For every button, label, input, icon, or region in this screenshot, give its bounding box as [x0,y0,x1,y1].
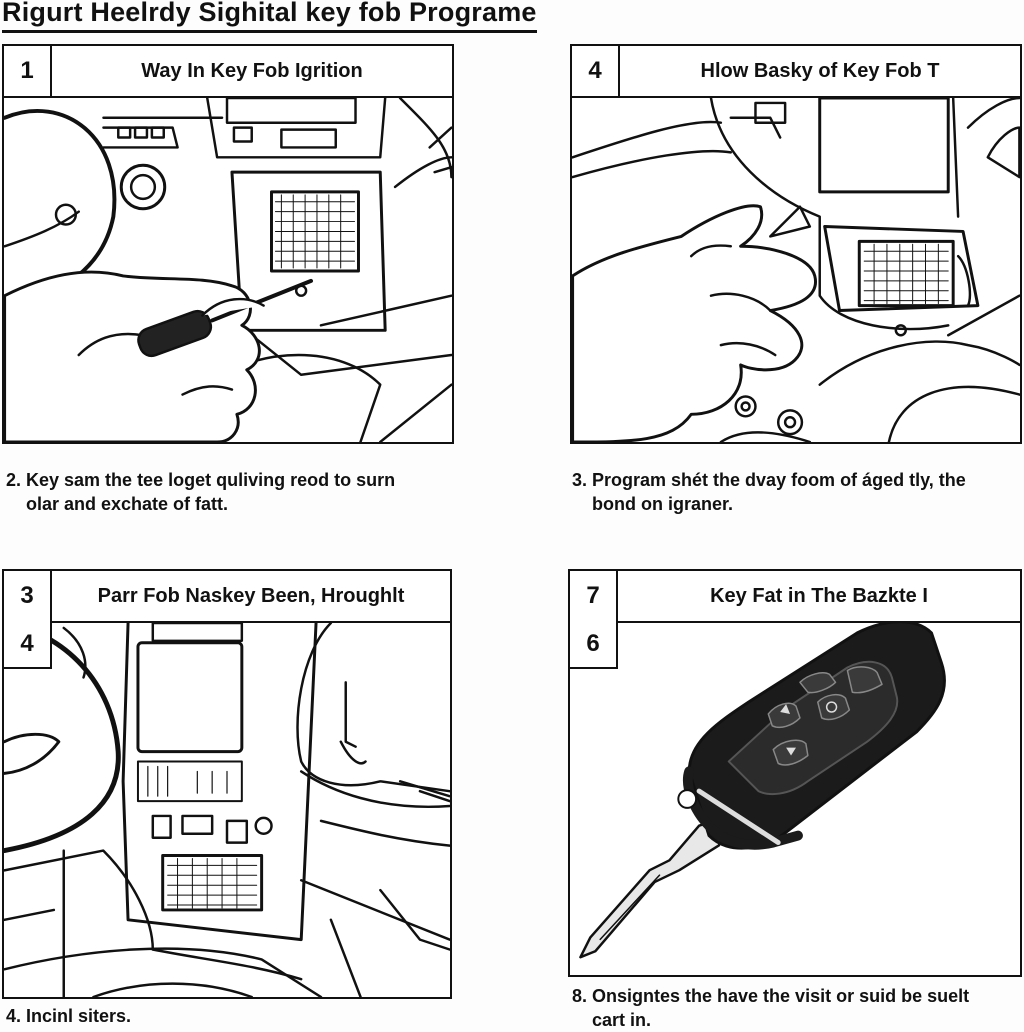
panel-heading: Hlow Basky of Key Fob T [700,59,940,82]
caption-line: cart in. [592,1010,652,1030]
caption-line: 8. Onsigntes the have the visit or suid … [572,986,970,1006]
panel-caption: 3. Program shét the dvay foom of áged … [572,468,1024,516]
step-number-secondary: 6 [570,621,618,669]
panel-caption: 2. Key sam the tee loget quliving reod t… [6,468,456,516]
step-number: 7 [570,571,618,621]
caption-line: olar and exchate of fatt. [26,494,229,514]
panel-header: 7 Key Fat in The Bazkte I [570,571,1020,623]
step-panel-1: 1 Way In Key Fob Igrition [2,44,454,444]
panel-heading: Parr Fob Naskey Been, Hroughlt [97,584,405,607]
caption-line: 3. Program shét the dvay foom of áged … [572,470,966,490]
caption-line: 2. Key sam the tee loget quliving reod t… [6,470,396,490]
step-number: 4 [572,46,620,96]
step-number: 3 [4,571,52,621]
caption-line: 4. Incinl siters. [6,1006,132,1026]
center-console-illustration [572,98,1020,442]
panel-heading: Key Fat in The Bazkte I [710,584,928,607]
caption-line: bond on igraner. [592,494,734,514]
key-fob-illustration [570,623,1020,975]
step-number: 1 [4,46,52,96]
panel-header: 1 Way In Key Fob Igrition [4,46,452,98]
panel-caption: 8. Onsigntes the have the visit or suid … [572,984,1022,1032]
dashboard-interior-illustration [4,623,450,997]
page-title: Rigurt Heelrdy Sighital key fob Programe [2,0,537,33]
dashboard-ignition-illustration [4,98,452,442]
step-panel-3: 3 Parr Fob Naskey Been, Hroughlt 4 [2,569,452,999]
step-number-secondary: 4 [4,621,52,669]
panel-header: 3 Parr Fob Naskey Been, Hroughlt [4,571,450,623]
step-panel-4: 7 Key Fat in The Bazkte I 6 [568,569,1022,977]
step-panel-2: 4 Hlow Basky of Key Fob T [570,44,1022,444]
panel-caption: 4. Incinl siters. [6,1004,456,1028]
panel-heading: Way In Key Fob Igrition [141,59,363,82]
panel-header: 4 Hlow Basky of Key Fob T [572,46,1020,98]
